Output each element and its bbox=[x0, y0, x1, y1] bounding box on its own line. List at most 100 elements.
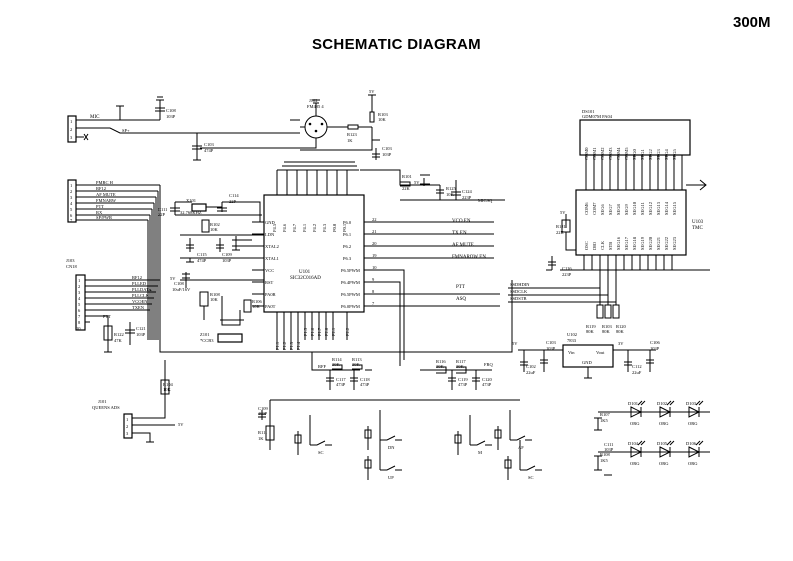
key-resistor bbox=[504, 440, 521, 480]
svg-text:R119: R119 bbox=[586, 324, 596, 329]
svg-text:10K: 10K bbox=[210, 297, 219, 302]
svg-text:R122: R122 bbox=[114, 332, 124, 337]
pll-line-4: FMNARW bbox=[96, 198, 117, 203]
svg-text:1: 1 bbox=[70, 119, 72, 124]
u103-pin-label: DIO bbox=[592, 241, 597, 250]
u103-pin-label: SEG11 bbox=[640, 202, 645, 215]
bus-line-5: VCOEN bbox=[132, 299, 148, 304]
svg-text:R111: R111 bbox=[258, 430, 267, 435]
u103-pin-label: SEG10 bbox=[632, 201, 637, 215]
u103-pin-label: SEG13 bbox=[656, 201, 661, 215]
svg-text:6: 6 bbox=[78, 308, 81, 313]
u103-pin-label: SEG19 bbox=[640, 236, 645, 250]
svg-text:R117: R117 bbox=[456, 359, 466, 364]
svg-text:C111: C111 bbox=[158, 207, 167, 212]
svg-text:R107: R107 bbox=[600, 412, 611, 417]
net-micsq: MICSQ bbox=[478, 198, 493, 203]
led-diodes: D101ORGD102ORGD103ORGD104ORGD105ORGD106O… bbox=[628, 400, 704, 466]
svg-text:5V: 5V bbox=[512, 341, 518, 346]
svg-text:C124: C124 bbox=[462, 189, 473, 194]
u101-right-3: P6.2 bbox=[343, 244, 351, 249]
svg-text:22P: 22P bbox=[158, 212, 166, 217]
svg-text:4: 4 bbox=[78, 296, 81, 301]
mic-label: MIC bbox=[90, 115, 100, 120]
svg-text:C103: C103 bbox=[204, 142, 215, 147]
svg-text:103P: 103P bbox=[258, 411, 268, 416]
svg-text:103P: 103P bbox=[382, 152, 392, 157]
svg-text:103P: 103P bbox=[546, 346, 556, 351]
u101-bottom-pins: P1.1 P1.2 P1.3 P1.4 P1.5 P1.6 P1.7 P2.0 … bbox=[275, 312, 350, 350]
key-switch bbox=[470, 440, 492, 446]
led-diode bbox=[688, 400, 704, 418]
u101-rnum-2: 21 bbox=[372, 229, 377, 234]
j103-part: CN18 bbox=[66, 264, 78, 269]
svg-text:2: 2 bbox=[70, 189, 72, 194]
u101-rnum-6: 9 bbox=[372, 277, 375, 282]
u101-left-1: GND bbox=[265, 220, 275, 225]
net-asq: ASQ bbox=[456, 297, 466, 302]
svg-text:Z101: Z101 bbox=[200, 332, 210, 337]
svg-text:80K: 80K bbox=[602, 329, 611, 334]
svg-text:C119: C119 bbox=[458, 377, 468, 382]
u101-bot-3: P1.3 bbox=[289, 341, 294, 350]
svg-text:R125: R125 bbox=[446, 186, 457, 191]
led-color: ORG bbox=[630, 461, 640, 466]
pll-line-6: RX bbox=[96, 210, 103, 215]
svg-text:10K: 10K bbox=[446, 192, 455, 197]
led-color: ORG bbox=[659, 421, 669, 426]
key-resistor bbox=[494, 410, 511, 450]
svg-text:6: 6 bbox=[70, 213, 73, 218]
key-label: SC bbox=[318, 450, 324, 455]
pll-line-7: SP/PWR bbox=[96, 215, 112, 220]
svg-text:FRQ: FRQ bbox=[484, 362, 494, 367]
net-fmnarrow: FMNAROW EN bbox=[452, 255, 486, 260]
svg-text:10K: 10K bbox=[210, 227, 219, 232]
svg-text:C109: C109 bbox=[258, 406, 269, 411]
u101-bot-9: P2.1 bbox=[331, 328, 336, 336]
key-label: DN bbox=[388, 445, 395, 450]
svg-text:10K: 10K bbox=[163, 387, 172, 392]
svg-text:C117: C117 bbox=[336, 377, 346, 382]
net-ssdhdin: SSDHDIN bbox=[510, 282, 530, 287]
svg-text:C109: C109 bbox=[222, 252, 233, 257]
u103-pin-label: SEG23 bbox=[672, 236, 677, 250]
svg-text:C114: C114 bbox=[229, 193, 239, 198]
u103-pin-label: COM7 bbox=[592, 202, 597, 215]
key-label: SC bbox=[528, 475, 534, 480]
svg-text:80K: 80K bbox=[616, 329, 625, 334]
u103-pin-label: OSC bbox=[584, 241, 589, 250]
svg-text:C108: C108 bbox=[166, 108, 177, 113]
svg-text:1K: 1K bbox=[258, 436, 264, 441]
u103-pin-label: SEG18 bbox=[632, 236, 637, 250]
u103-pin-label: SEG15 bbox=[672, 201, 677, 215]
svg-text:30K: 30K bbox=[456, 364, 465, 369]
u101-left-5: VCC bbox=[265, 268, 274, 273]
svg-text:5V: 5V bbox=[369, 89, 375, 94]
u101-top-3: P4.7 bbox=[292, 223, 297, 232]
svg-text:30K: 30K bbox=[352, 362, 361, 367]
u101-bot-10: P2.2 bbox=[345, 328, 350, 336]
j101-ref: J101 bbox=[98, 399, 107, 404]
u103-pin-label: SEG6 bbox=[600, 203, 605, 215]
u102-vin: Vin bbox=[568, 350, 575, 355]
u101-left-8: PA0T bbox=[265, 304, 276, 309]
svg-text:2: 2 bbox=[126, 424, 128, 429]
svg-text:473P: 473P bbox=[458, 382, 468, 387]
key-switch bbox=[510, 435, 532, 441]
led-ref: D104 bbox=[628, 441, 639, 446]
svg-text:C121: C121 bbox=[136, 326, 146, 331]
key-resistor bbox=[364, 410, 381, 450]
u103-pin-label: COM2 bbox=[600, 147, 605, 160]
svg-text:7: 7 bbox=[70, 218, 73, 223]
u101-body bbox=[263, 194, 365, 313]
lcd-part: GDM07M PA04 bbox=[582, 114, 613, 119]
u101-top-4: P4.1 bbox=[302, 224, 307, 232]
svg-text:473P: 473P bbox=[336, 382, 346, 387]
u103-pin-label: STB bbox=[608, 242, 613, 250]
u101-right-4: P6.3 bbox=[343, 256, 352, 261]
svg-text:3: 3 bbox=[70, 135, 73, 140]
